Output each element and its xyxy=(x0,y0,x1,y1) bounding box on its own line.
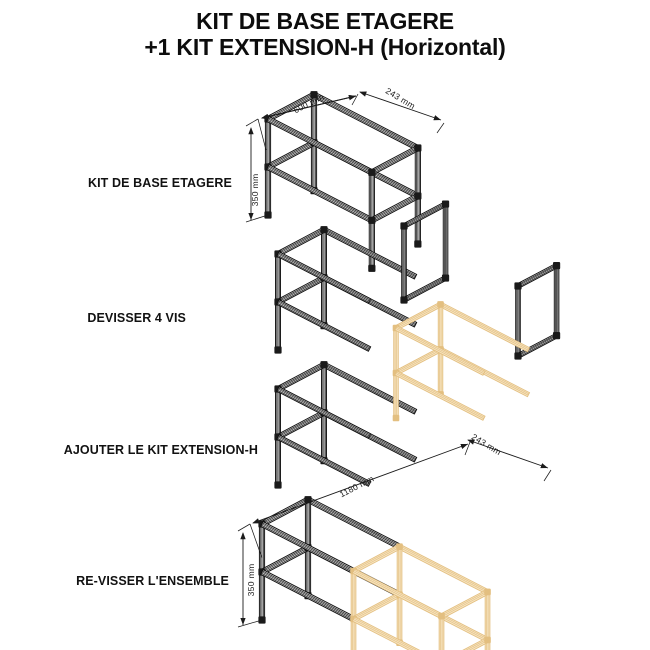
dimension-label-dim-height-350-bot: 350 mm xyxy=(246,564,256,597)
step-label-re-visser-lensemble: RE-VISSER L'ENSEMBLE xyxy=(76,574,229,588)
step-label-devisser-4-vis: DEVISSER 4 VIS xyxy=(87,311,186,325)
figure-step-2 xyxy=(274,200,561,360)
step-label-kit-de-base-etagere: KIT DE BASE ETAGERE xyxy=(87,176,232,190)
dimension-label-dim-depth-243-bot: 243 mm xyxy=(470,432,503,457)
figure-step-1 xyxy=(264,91,422,272)
step-label-ajouter-le-kit-extension-h: AJOUTER LE KIT EXTENSION-H xyxy=(63,443,258,457)
figure-step-3 xyxy=(274,301,531,489)
figure-step-4 xyxy=(258,496,491,650)
dimension-label-dim-height-350-top: 350 mm xyxy=(250,174,260,207)
dimension-label-dim-depth-243-top: 243 mm xyxy=(384,86,417,111)
